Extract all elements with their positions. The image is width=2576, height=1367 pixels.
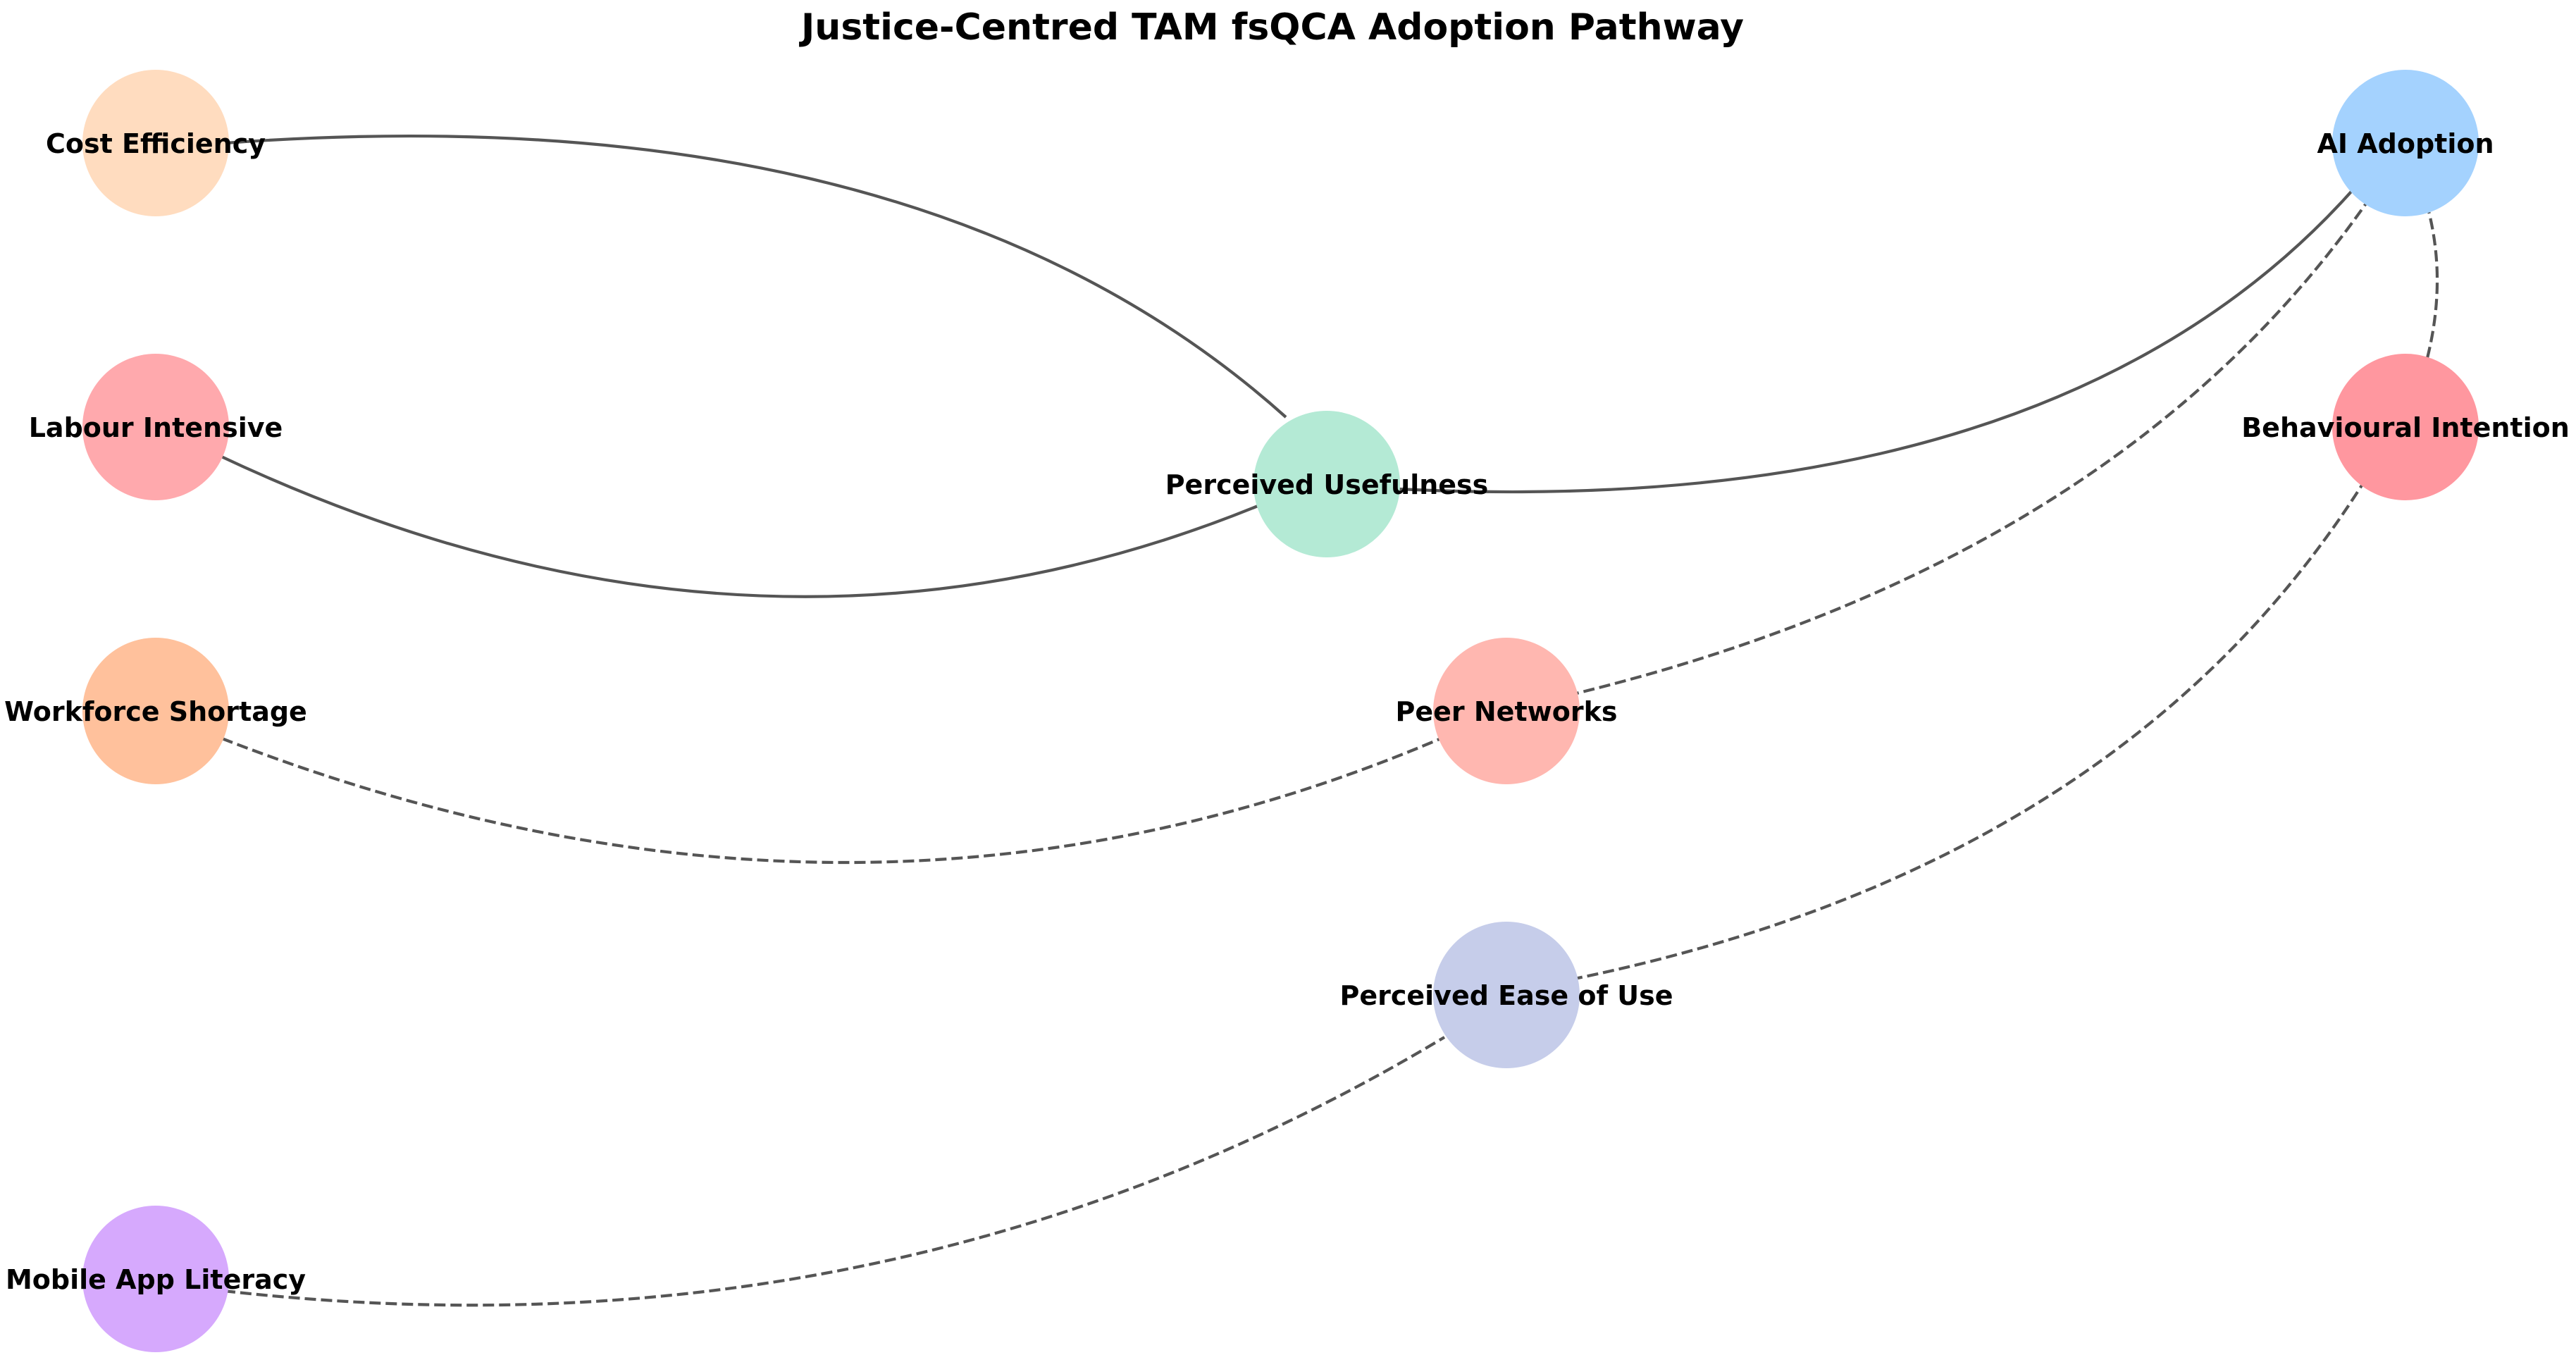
- edge-mobile-app-literacy-to-perceived-ease-of-use: [223, 1036, 1446, 1307]
- node-circle: [1253, 411, 1400, 557]
- node-perceived-ease-of-use[interactable]: Perceived Ease of Use: [1340, 922, 1673, 1068]
- edge-cost-efficiency-to-perceived-usefulness: [225, 134, 1287, 419]
- node-workforce-shortage[interactable]: Workforce Shortage: [4, 638, 307, 784]
- edge-labour-intensive-to-perceived-usefulness: [218, 454, 1265, 598]
- edge-peer-networks-to-ai-adoption: [1567, 200, 2369, 698]
- node-label: Perceived Usefulness: [1165, 469, 1489, 500]
- edge-perceived-ease-of-use-to-behavioural-intention: [1571, 475, 2369, 982]
- node-circle: [82, 638, 229, 784]
- diagram-title: Justice-Centred TAM fsQCA Adoption Pathw…: [799, 6, 1744, 49]
- node-circle: [2332, 354, 2479, 500]
- node-label: Labour Intensive: [29, 412, 283, 443]
- node-circle: [82, 354, 229, 500]
- node-circle: [2332, 70, 2479, 216]
- node-label: Mobile App Literacy: [6, 1264, 306, 1295]
- node-mobile-app-literacy[interactable]: Mobile App Literacy: [6, 1206, 306, 1352]
- edge-perceived-usefulness-to-ai-adoption: [1398, 184, 2358, 494]
- node-label: AI Adoption: [2317, 128, 2494, 159]
- node-cost-efficiency[interactable]: Cost Efficiency: [46, 70, 266, 216]
- node-label: Workforce Shortage: [4, 696, 307, 727]
- node-circle: [1433, 922, 1580, 1068]
- node-labour-intensive[interactable]: Labour Intensive: [29, 354, 283, 500]
- edge-workforce-shortage-to-peer-networks: [221, 737, 1442, 865]
- node-circle: [1433, 638, 1580, 784]
- node-ai-adoption[interactable]: AI Adoption: [2317, 70, 2494, 216]
- edges: [218, 134, 2439, 1307]
- node-label: Perceived Ease of Use: [1340, 980, 1673, 1011]
- node-perceived-usefulness[interactable]: Perceived Usefulness: [1165, 411, 1489, 557]
- node-label: Behavioural Intention: [2241, 412, 2570, 443]
- edge-behavioural-intention-to-ai-adoption: [2425, 211, 2439, 359]
- node-circle: [82, 1206, 229, 1352]
- node-label: Peer Networks: [1396, 696, 1618, 727]
- node-circle: [82, 70, 229, 216]
- nodes: Cost Efficiency Labour Intensive Workfor…: [4, 70, 2570, 1352]
- node-label: Cost Efficiency: [46, 128, 266, 159]
- node-behavioural-intention[interactable]: Behavioural Intention: [2241, 354, 2570, 500]
- node-peer-networks[interactable]: Peer Networks: [1396, 638, 1618, 784]
